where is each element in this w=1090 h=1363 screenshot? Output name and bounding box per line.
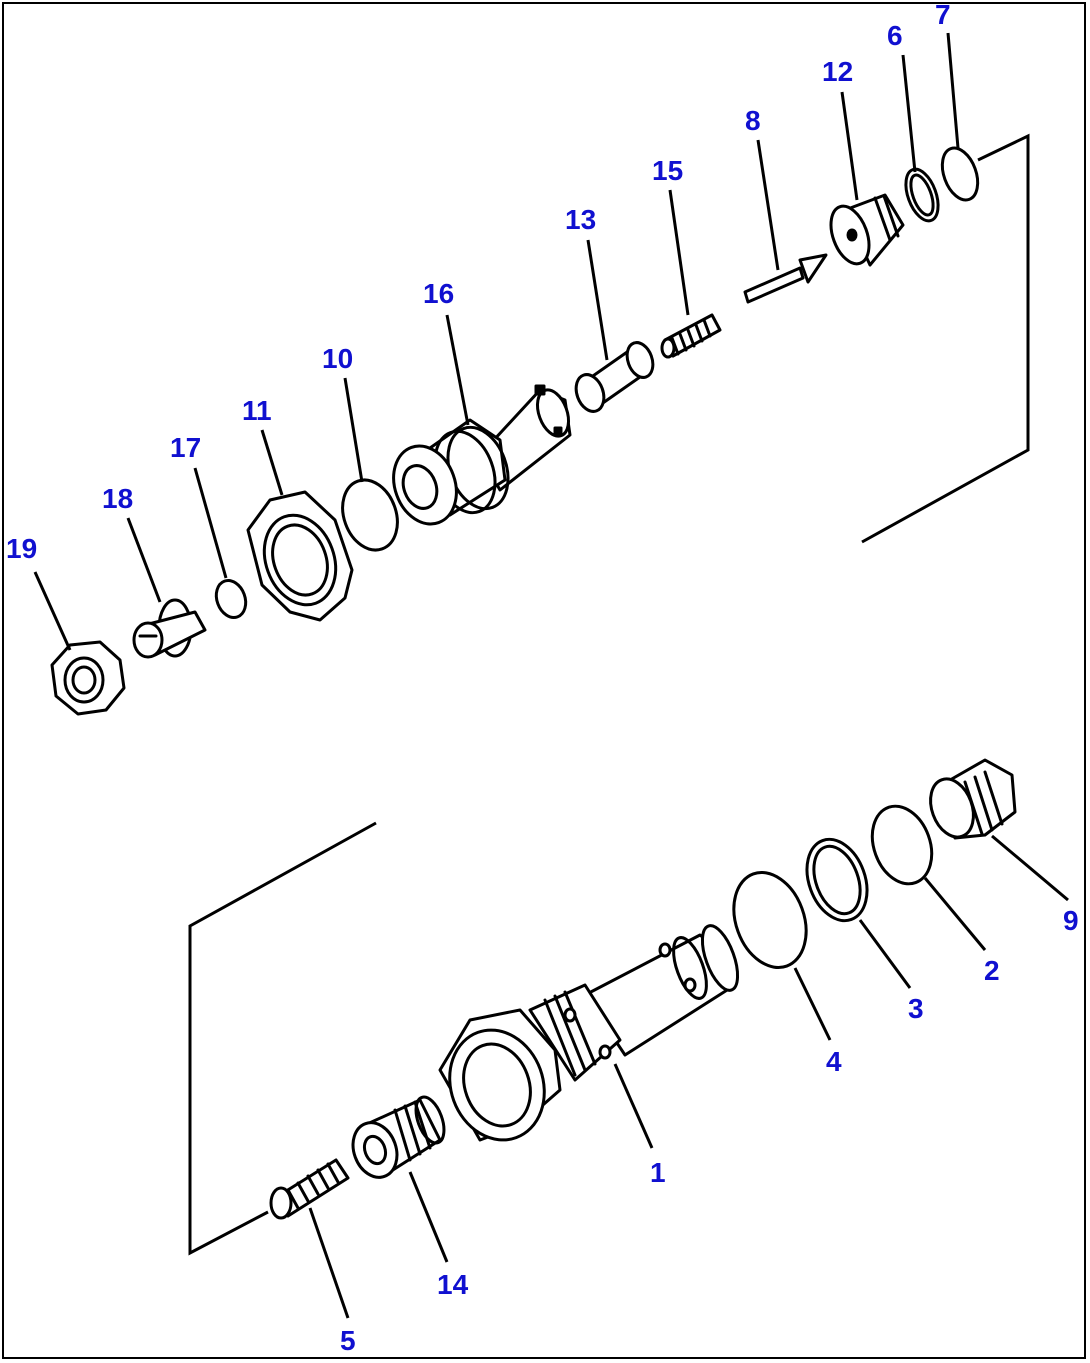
part-10-o-ring bbox=[341, 478, 399, 552]
part-16-valve-body bbox=[392, 384, 572, 526]
callout-5: 5 bbox=[340, 1325, 356, 1356]
part-17-o-ring bbox=[214, 579, 248, 619]
part-9-plug bbox=[929, 758, 1017, 840]
leader-19 bbox=[33, 571, 72, 651]
leader-12 bbox=[840, 91, 859, 201]
leader-10 bbox=[343, 377, 364, 483]
callout-7: 7 bbox=[935, 0, 951, 30]
leader-17 bbox=[193, 467, 228, 579]
leader-16 bbox=[445, 314, 470, 426]
part-13-spool bbox=[574, 341, 655, 413]
callout-1: 1 bbox=[650, 1157, 666, 1188]
callout-13: 13 bbox=[565, 204, 596, 235]
part-7-o-ring bbox=[940, 146, 980, 202]
leader-8 bbox=[756, 139, 780, 271]
lower-assembly-bracket bbox=[188, 821, 377, 1256]
leader-13 bbox=[586, 239, 609, 361]
leader-18 bbox=[126, 517, 162, 603]
callout-3: 3 bbox=[908, 993, 924, 1024]
leader-11 bbox=[260, 429, 284, 496]
callout-18: 18 bbox=[102, 483, 133, 514]
callout-9: 9 bbox=[1063, 905, 1079, 936]
part-18-screw bbox=[132, 598, 207, 659]
leader-3 bbox=[858, 919, 912, 989]
part-12-plug bbox=[829, 193, 905, 267]
callout-6: 6 bbox=[887, 20, 903, 51]
leader-6 bbox=[901, 54, 917, 173]
leader-1 bbox=[613, 1063, 654, 1149]
leader-9 bbox=[991, 834, 1069, 902]
part-4-o-ring bbox=[732, 871, 808, 969]
leader-14 bbox=[408, 1171, 449, 1263]
callout-12: 12 bbox=[822, 56, 853, 87]
callout-2: 2 bbox=[984, 955, 1000, 986]
callout-15: 15 bbox=[652, 155, 683, 186]
upper-assembly-bracket bbox=[861, 133, 1030, 544]
part-2-o-ring bbox=[870, 804, 934, 886]
part-14-sleeve bbox=[351, 1095, 446, 1179]
leader-5 bbox=[308, 1207, 350, 1319]
callout-labels: 1 2 3 4 5 6 7 8 9 10 11 12 13 14 15 16 1… bbox=[6, 0, 1079, 1356]
callout-8: 8 bbox=[745, 105, 761, 136]
part-11-lock-nut bbox=[246, 490, 354, 622]
leader-7 bbox=[946, 32, 960, 149]
callout-14: 14 bbox=[437, 1269, 469, 1300]
leader-15 bbox=[668, 189, 690, 316]
part-8-pin bbox=[743, 253, 828, 304]
callout-11: 11 bbox=[242, 395, 272, 426]
part-15-spring bbox=[660, 313, 722, 359]
callout-4: 4 bbox=[826, 1046, 842, 1077]
leader-lines bbox=[33, 32, 1069, 1319]
callout-19: 19 bbox=[6, 533, 37, 564]
part-3-backup-ring bbox=[805, 837, 869, 923]
callout-10: 10 bbox=[322, 343, 353, 374]
part-1-cartridge bbox=[438, 924, 740, 1142]
part-6-ring bbox=[904, 167, 940, 223]
leader-2 bbox=[923, 877, 987, 951]
part-19-hex-nut bbox=[50, 640, 126, 716]
leader-4 bbox=[793, 967, 832, 1041]
callout-17: 17 bbox=[170, 432, 201, 463]
part-5-spring bbox=[269, 1158, 350, 1220]
callout-16: 16 bbox=[423, 278, 454, 309]
